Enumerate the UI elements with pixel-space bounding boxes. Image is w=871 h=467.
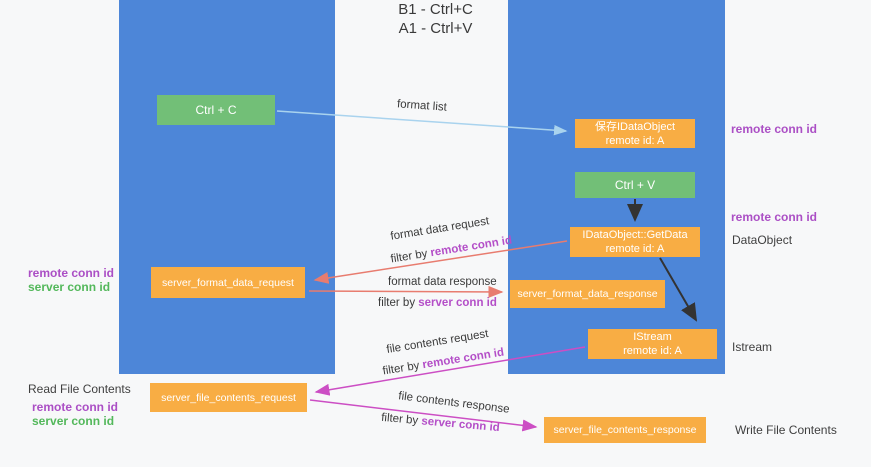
left-conn-id-block-bottom: remote conn id server conn id xyxy=(32,400,118,428)
left-remote-conn-id-bottom: remote conn id xyxy=(32,400,119,414)
server-file-contents-response-box: server_file_contents_response xyxy=(544,417,706,443)
filter-by-text: filter by xyxy=(381,359,424,378)
filter-key-server-conn-id: server conn id xyxy=(418,297,497,309)
getdata-line1: IDataObject::GetData xyxy=(582,229,688,241)
ctrl-v-label: Ctrl + V xyxy=(614,178,656,192)
ctrl-c-label: Ctrl + C xyxy=(195,103,237,117)
right-istream-label: Istream xyxy=(732,340,773,354)
title-line-2: A1 - Ctrl+V xyxy=(398,20,473,37)
server-format-data-response-label: server_format_data_response xyxy=(517,288,658,300)
right-remote-conn-id-top: remote conn id xyxy=(731,122,818,136)
server-format-data-response-box: server_format_data_response xyxy=(510,280,665,308)
filter-key-remote-conn-id: remote conn id xyxy=(421,346,505,372)
left-server-conn-id-bottom: server conn id xyxy=(32,414,115,428)
lifeline-b1 xyxy=(119,0,335,374)
istream-line1: IStream xyxy=(633,331,672,343)
right-dataobject-label: DataObject xyxy=(732,233,793,247)
filter-key-server-conn-id: server conn id xyxy=(420,415,501,435)
file-contents-response-filter-label: filter by server conn id xyxy=(381,412,500,434)
filter-by-text: filter by xyxy=(380,411,422,428)
server-file-contents-response-label: server_file_contents_response xyxy=(553,424,697,436)
left-read-file-contents-label: Read File Contents xyxy=(28,382,131,396)
server-file-contents-request-label: server_file_contents_request xyxy=(161,391,296,404)
format-data-response-arrow xyxy=(308,285,504,298)
server-format-data-request-label: server_format_data_request xyxy=(162,276,294,289)
getdata-line2: remote id: A xyxy=(605,243,665,255)
idataobject-getdata-box: IDataObject::GetData remote id: A xyxy=(570,227,700,257)
filter-by-text: filter by xyxy=(389,247,432,266)
left-conn-id-block-top: remote conn id server conn id xyxy=(28,266,114,294)
ctrl-c-box: Ctrl + C xyxy=(157,95,275,125)
save-idataobject-box: 保存IDataObject remote id: A xyxy=(575,119,695,148)
save-idataobject-line1: 保存IDataObject xyxy=(594,120,676,133)
save-idataobject-line2: remote id: A xyxy=(605,134,665,147)
format-data-request-label: format data request xyxy=(389,215,491,243)
format-data-response-label: format data response xyxy=(388,276,497,288)
ctrl-v-box: Ctrl + V xyxy=(575,172,695,198)
filter-key-remote-conn-id: remote conn id xyxy=(429,234,513,260)
left-server-conn-id-top: server conn id xyxy=(28,280,111,294)
left-remote-conn-id-top: remote conn id xyxy=(28,266,115,280)
istream-box: IStream remote id: A xyxy=(588,329,717,359)
format-list-label: format list xyxy=(396,98,448,114)
istream-line2: remote id: A xyxy=(623,345,682,357)
right-remote-conn-id-mid: remote conn id xyxy=(731,210,818,224)
diagram-title: B1 - Ctrl+C A1 - Ctrl+V xyxy=(0,0,871,38)
filter-by-text: filter by xyxy=(378,297,419,309)
server-file-contents-request-box: server_file_contents_request xyxy=(150,383,307,412)
server-format-data-request-box: server_format_data_request xyxy=(151,267,305,298)
title-line-1: B1 - Ctrl+C xyxy=(398,1,473,18)
format-data-response-filter-label: filter by server conn id xyxy=(378,297,497,309)
right-write-file-contents-label: Write File Contents xyxy=(735,423,837,437)
file-contents-response-label: file contents response xyxy=(397,390,511,416)
